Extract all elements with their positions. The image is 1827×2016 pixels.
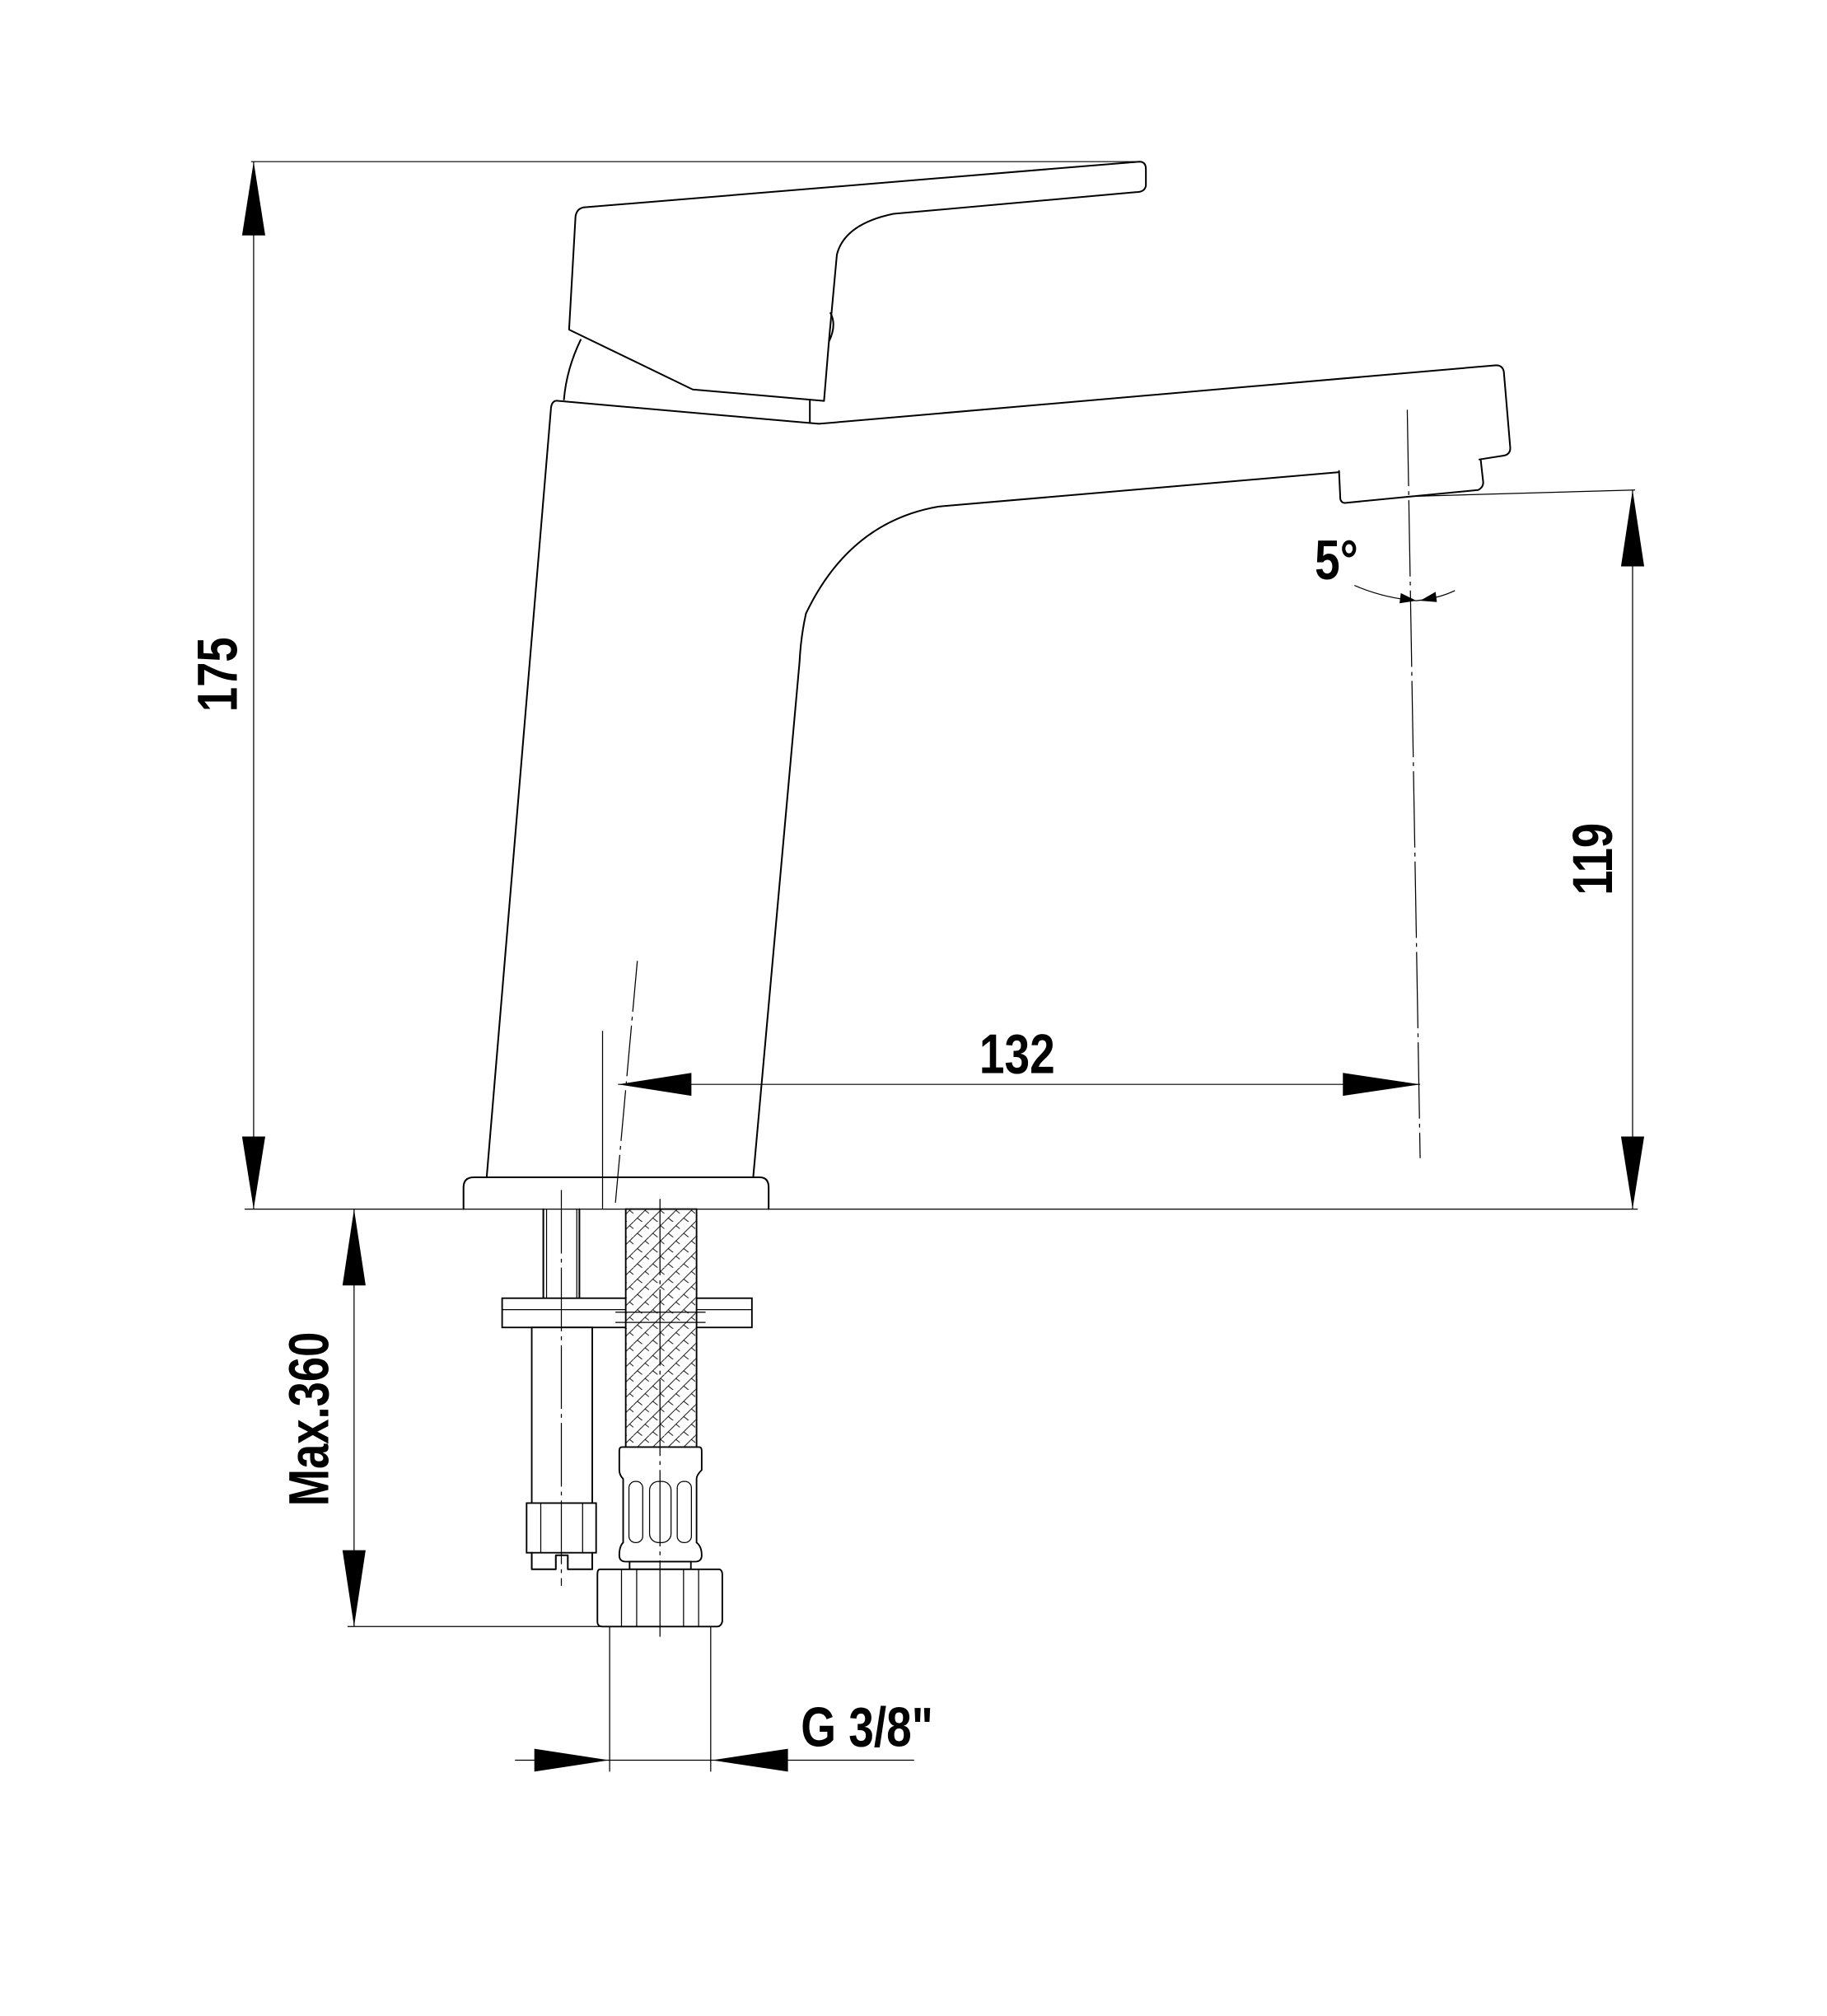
arrow-up-icon <box>342 1209 366 1286</box>
arrow-icon <box>1399 592 1417 604</box>
dimension-angle-5: 5° <box>1315 529 1456 604</box>
dimension-label-175: 175 <box>187 637 250 712</box>
faucet-outline <box>462 161 1512 1210</box>
centerlines <box>601 409 1421 1209</box>
handle-knob <box>828 312 834 343</box>
handle-neck <box>563 339 582 401</box>
arrow-left-icon <box>712 1748 788 1772</box>
arrow-down-icon <box>1620 1136 1645 1209</box>
arrow-right-icon <box>1343 1073 1421 1097</box>
arrow-down-icon <box>342 1550 366 1627</box>
arrow-left-icon <box>618 1073 692 1097</box>
dimension-label-max-360: Max.360 <box>278 1332 342 1507</box>
arrow-right-icon <box>534 1748 610 1772</box>
braided-hose <box>624 1208 698 1448</box>
dimension-label-132: 132 <box>979 1023 1055 1086</box>
spout-centerline <box>1406 409 1421 1158</box>
dimension-119: 119 <box>1411 489 1645 1209</box>
spout-body <box>485 364 1512 1178</box>
dimension-label-g-3-8: G 3/8" <box>801 1696 933 1759</box>
arrow-up-icon <box>241 161 265 236</box>
arrow-icon <box>1420 592 1437 602</box>
arrow-up-icon <box>1620 489 1645 567</box>
hose-ferrule <box>618 1446 703 1563</box>
dimension-max-360: Max.360 <box>278 1209 605 1627</box>
fixing-stud <box>530 1326 593 1504</box>
dimension-label-5-degrees: 5° <box>1315 529 1358 592</box>
dimension-132: 132 <box>618 1023 1421 1097</box>
arrow-down-icon <box>241 1136 265 1209</box>
dimension-thread: G 3/8" <box>515 1696 933 1772</box>
aerator <box>1338 458 1484 504</box>
dimension-label-119: 119 <box>1562 823 1625 896</box>
base-plate <box>462 1176 770 1210</box>
handle-lever <box>568 161 1147 402</box>
body-centerline <box>614 961 638 1203</box>
dimension-175: 175 <box>187 161 1638 1210</box>
connectors <box>501 1190 753 1772</box>
